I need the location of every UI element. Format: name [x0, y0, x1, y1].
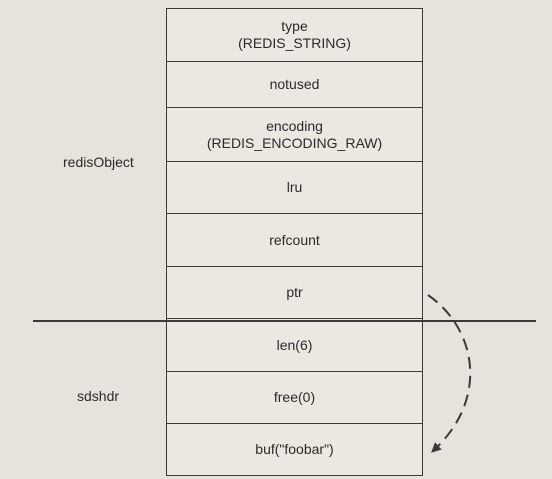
- field-encoding-name: encoding: [266, 117, 323, 134]
- field-lru-name: lru: [286, 179, 303, 195]
- field-buf: buf("foobar"): [167, 424, 422, 475]
- arrow-dashed-curve: [427, 294, 472, 453]
- field-encoding-value: (REDIS_ENCODING_RAW): [206, 134, 383, 151]
- field-buf-name: buf("foobar"): [255, 441, 334, 457]
- field-encoding: encoding (REDIS_ENCODING_RAW): [167, 108, 422, 162]
- field-len-name: len(6): [276, 336, 313, 353]
- field-ptr-name: ptr: [286, 284, 303, 300]
- field-lru: lru: [167, 162, 422, 214]
- field-len: len(6): [167, 319, 422, 372]
- field-type-name: type: [281, 18, 308, 34]
- field-type: type (REDIS_STRING): [167, 9, 422, 62]
- memory-layout-table: type (REDIS_STRING) notused encoding (RE…: [166, 8, 423, 476]
- field-refcount-name: refcount: [269, 231, 320, 248]
- field-free-name: free(0): [273, 389, 316, 405]
- field-ptr: ptr: [167, 267, 422, 319]
- field-notused: notused: [167, 62, 422, 108]
- field-free: free(0): [167, 372, 422, 424]
- redisobject-label: redisObject: [63, 154, 134, 170]
- struct-divider-line: [33, 320, 536, 322]
- field-type-value: (REDIS_STRING): [238, 35, 351, 51]
- field-notused-name: notused: [269, 76, 320, 92]
- field-refcount: refcount: [167, 214, 422, 267]
- sdshdr-label: sdshdr: [77, 388, 120, 404]
